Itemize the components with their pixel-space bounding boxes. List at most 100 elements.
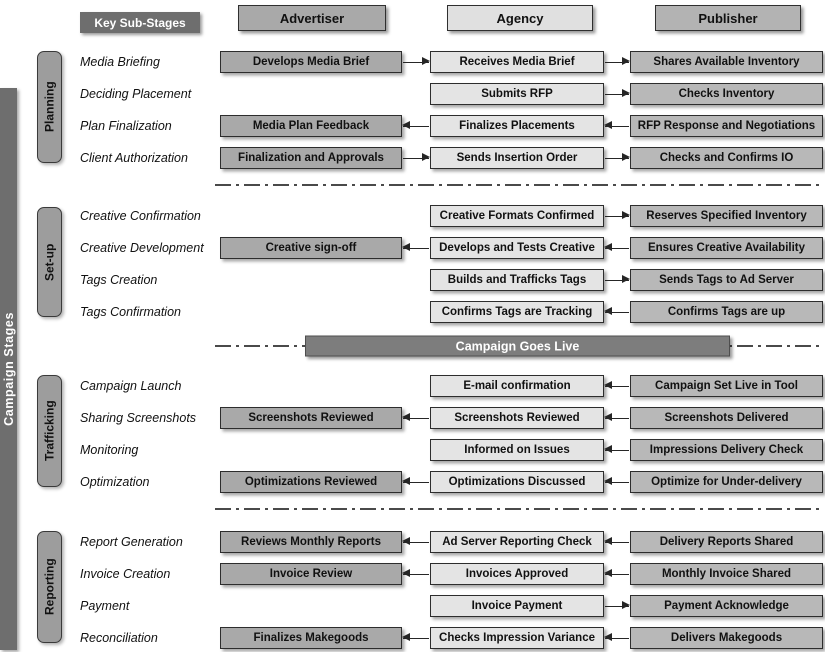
arrow-agency-publisher bbox=[604, 205, 630, 227]
left-arrow-icon bbox=[402, 477, 429, 486]
arrow-advertiser-agency bbox=[402, 51, 430, 73]
advertiser-empty-cell bbox=[220, 83, 402, 105]
arrow-agency-publisher bbox=[604, 115, 630, 137]
sub-stage-label: Plan Finalization bbox=[80, 119, 172, 133]
publisher-task-box: Delivery Reports Shared bbox=[630, 531, 823, 553]
agency-task-box: Screenshots Reviewed bbox=[430, 407, 604, 429]
sub-stage-label: Deciding Placement bbox=[80, 87, 192, 101]
right-arrow-icon bbox=[605, 153, 630, 162]
arrow-advertiser-agency bbox=[402, 205, 430, 227]
agency-task-box: Optimizations Discussed bbox=[430, 471, 604, 493]
advertiser-empty-cell bbox=[220, 439, 402, 461]
right-arrow-icon bbox=[605, 275, 630, 284]
right-arrow-icon bbox=[605, 57, 630, 66]
sub-stage-label: Creative Development bbox=[80, 241, 204, 255]
agency-task-box: Finalizes Placements bbox=[430, 115, 604, 137]
sub-stage-label: Tags Creation bbox=[80, 273, 158, 287]
sub-stage-label: Monitoring bbox=[80, 443, 139, 457]
arrow-agency-publisher bbox=[604, 471, 630, 493]
arrow-advertiser-agency bbox=[402, 407, 430, 429]
advertiser-task-box: Finalization and Approvals bbox=[220, 147, 402, 169]
left-arrow-icon bbox=[604, 445, 629, 454]
sub-stage-label: Tags Confirmation bbox=[80, 305, 181, 319]
stage-pill-trafficking: Trafficking bbox=[37, 375, 62, 487]
left-arrow-icon bbox=[402, 633, 429, 642]
workflow-row-plan-finalization: Plan Finalization Media Plan Feedback Fina… bbox=[0, 110, 825, 142]
stage-pill-reporting: Reporting bbox=[37, 531, 62, 643]
publisher-task-box: Reserves Specified Inventory bbox=[630, 205, 823, 227]
arrow-advertiser-agency bbox=[402, 595, 430, 617]
header-key-sub-stages: Key Sub-Stages bbox=[80, 12, 200, 33]
publisher-task-box: Screenshots Delivered bbox=[630, 407, 823, 429]
arrow-advertiser-agency bbox=[402, 269, 430, 291]
agency-task-box: Invoice Payment bbox=[430, 595, 604, 617]
advertiser-task-box: Reviews Monthly Reports bbox=[220, 531, 402, 553]
arrow-agency-publisher bbox=[604, 439, 630, 461]
arrow-advertiser-agency bbox=[402, 471, 430, 493]
left-arrow-icon bbox=[604, 121, 629, 130]
advertiser-empty-cell bbox=[220, 301, 402, 323]
advertiser-task-box: Media Plan Feedback bbox=[220, 115, 402, 137]
arrow-agency-publisher bbox=[604, 375, 630, 397]
left-arrow-icon bbox=[402, 413, 429, 422]
arrow-advertiser-agency bbox=[402, 563, 430, 585]
arrow-advertiser-agency bbox=[402, 627, 430, 649]
arrow-agency-publisher bbox=[604, 563, 630, 585]
advertiser-task-box: Develops Media Brief bbox=[220, 51, 402, 73]
agency-task-box: Submits RFP bbox=[430, 83, 604, 105]
left-arrow-icon bbox=[402, 569, 429, 578]
arrow-advertiser-agency bbox=[402, 115, 430, 137]
left-arrow-icon bbox=[604, 307, 629, 316]
stage-separator bbox=[0, 498, 825, 520]
publisher-task-box: Campaign Set Live in Tool bbox=[630, 375, 823, 397]
left-arrow-icon bbox=[604, 537, 629, 546]
header-publisher: Publisher bbox=[655, 5, 801, 31]
advertiser-task-box: Screenshots Reviewed bbox=[220, 407, 402, 429]
right-arrow-icon bbox=[403, 153, 430, 162]
advertiser-empty-cell bbox=[220, 375, 402, 397]
advertiser-task-box: Finalizes Makegoods bbox=[220, 627, 402, 649]
sub-stage-label: Optimization bbox=[80, 475, 150, 489]
agency-task-box: Invoices Approved bbox=[430, 563, 604, 585]
arrow-advertiser-agency bbox=[402, 147, 430, 169]
left-arrow-icon bbox=[604, 633, 629, 642]
publisher-task-box: Sends Tags to Ad Server bbox=[630, 269, 823, 291]
sub-stage-label: Payment bbox=[80, 599, 130, 613]
publisher-task-box: Delivers Makegoods bbox=[630, 627, 823, 649]
campaign-stages-rail: Campaign Stages bbox=[0, 88, 17, 650]
publisher-task-box: Impressions Delivery Check bbox=[630, 439, 823, 461]
sub-stage-label: Sharing Screenshots bbox=[80, 411, 197, 425]
advertiser-empty-cell bbox=[220, 205, 402, 227]
right-arrow-icon bbox=[605, 211, 630, 220]
publisher-task-box: Optimize for Under-delivery bbox=[630, 471, 823, 493]
arrow-agency-publisher bbox=[604, 627, 630, 649]
sub-stage-label: Creative Confirmation bbox=[80, 209, 201, 223]
left-arrow-icon bbox=[402, 121, 429, 130]
advertiser-task-box: Optimizations Reviewed bbox=[220, 471, 402, 493]
sub-stage-label: Reconciliation bbox=[80, 631, 158, 645]
agency-task-box: Checks Impression Variance bbox=[430, 627, 604, 649]
workflow-row-tags-confirmation: Tags Confirmation Confirms Tags are Track… bbox=[0, 296, 825, 328]
arrow-advertiser-agency bbox=[402, 83, 430, 105]
agency-task-box: Develops and Tests Creative bbox=[430, 237, 604, 259]
advertiser-task-box: Invoice Review bbox=[220, 563, 402, 585]
workflow-row-tags-creation: Tags Creation Builds and Trafficks Tags Se… bbox=[0, 264, 825, 296]
agency-task-box: Confirms Tags are Tracking bbox=[430, 301, 604, 323]
sub-stage-label: Media Briefing bbox=[80, 55, 160, 69]
agency-task-box: Builds and Trafficks Tags bbox=[430, 269, 604, 291]
left-arrow-icon bbox=[604, 243, 629, 252]
right-arrow-icon bbox=[605, 601, 630, 610]
publisher-task-box: Shares Available Inventory bbox=[630, 51, 823, 73]
arrow-advertiser-agency bbox=[402, 531, 430, 553]
workflow-row-reconciliation: Reconciliation Finalizes Makegoods Checks … bbox=[0, 622, 825, 652]
left-arrow-icon bbox=[402, 243, 429, 252]
